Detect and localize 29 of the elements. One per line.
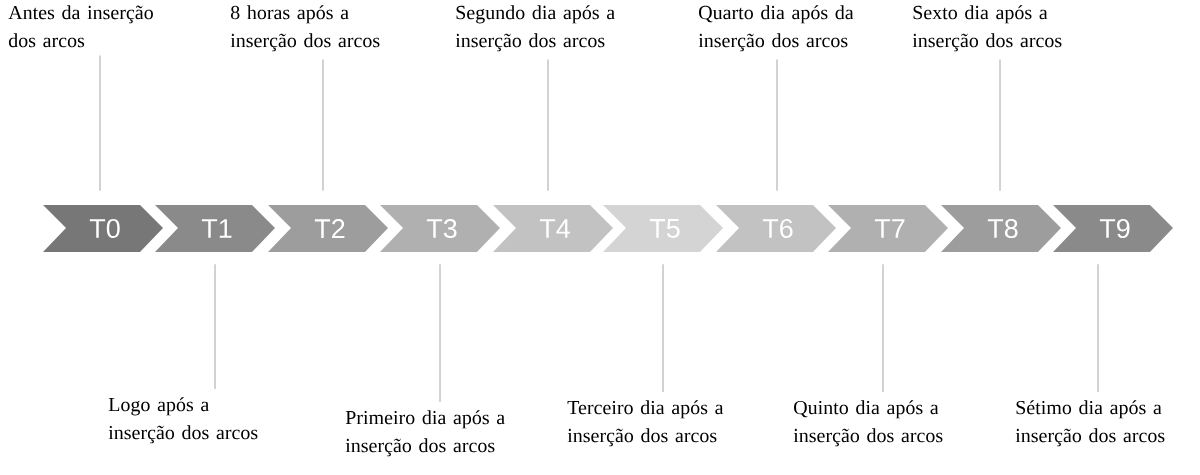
timeline-step: T4 <box>493 205 613 252</box>
timeline-step: T0 <box>43 205 163 252</box>
timeline-label: Terceiro dia após a inserção dos arcos <box>567 400 724 447</box>
timeline-label: Sexto dia após a inserção dos arcos <box>912 5 1062 52</box>
leader-line <box>99 55 101 192</box>
timeline-label: Primeiro dia após a inserção dos arcos <box>345 410 505 457</box>
timeline-label: Segundo dia após a inserção dos arcos <box>455 5 615 52</box>
timeline-label: Sétimo dia após a inserção dos arcos <box>1015 400 1165 447</box>
leader-line <box>547 59 549 192</box>
timeline-label: Antes da inserção dos arcos <box>8 5 153 48</box>
leader-line <box>999 59 1001 192</box>
leader-line <box>214 263 216 390</box>
timeline-label: Quinto dia após a inserção dos arcos <box>793 400 943 447</box>
timeline-label: 8 horas após a inserção dos arcos <box>230 5 380 52</box>
leader-line <box>322 59 324 192</box>
timeline-step: T2 <box>268 205 388 252</box>
leader-line <box>1097 263 1099 393</box>
leader-line <box>776 59 778 192</box>
timeline-step: T1 <box>155 205 275 252</box>
timeline-label: Quarto dia após da inserção dos arcos <box>698 5 854 52</box>
timeline-step: T7 <box>828 205 948 252</box>
timeline-step: T8 <box>941 205 1061 252</box>
leader-line <box>662 263 664 393</box>
timeline-step: T6 <box>716 205 836 252</box>
timeline-step: T3 <box>380 205 500 252</box>
timeline-label: Logo após a inserção dos arcos <box>108 397 258 444</box>
leader-line <box>439 263 441 403</box>
timeline-step: T9 <box>1053 205 1173 252</box>
leader-line <box>882 263 884 393</box>
